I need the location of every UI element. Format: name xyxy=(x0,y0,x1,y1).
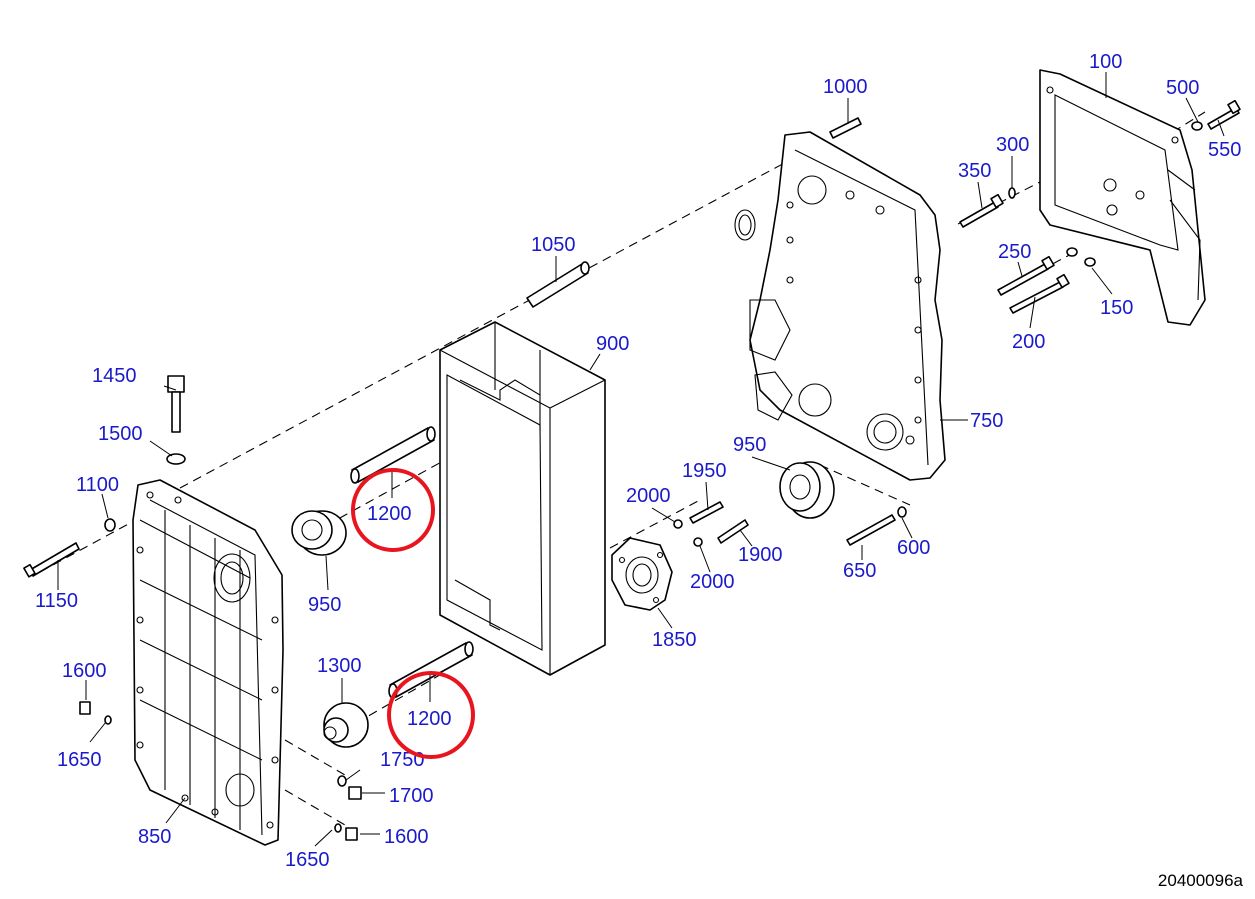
part-1050-dowel-pin xyxy=(526,261,590,308)
label-1000: 1000 xyxy=(823,76,868,98)
label-1950: 1950 xyxy=(682,460,727,482)
part-850-housing xyxy=(132,479,284,846)
highlight-circles xyxy=(351,468,475,759)
part-1200-shaft-lower xyxy=(388,641,474,699)
part-1750-washer xyxy=(337,775,347,787)
label-1150: 1150 xyxy=(35,590,78,612)
label-1200-lower: 1200 xyxy=(407,708,452,730)
part-1600-plug-bottom xyxy=(345,827,358,841)
part-1900-screw xyxy=(717,519,749,544)
part-350-screw xyxy=(959,193,1004,228)
part-500-washer xyxy=(1191,121,1203,131)
label-1600-left: 1600 xyxy=(62,660,107,682)
highlight-circle-1200-upper xyxy=(351,468,435,552)
label-950-right: 950 xyxy=(733,434,766,456)
label-650: 650 xyxy=(843,560,876,582)
part-1450-bolt xyxy=(167,375,185,433)
label-1750: 1750 xyxy=(380,749,425,771)
part-650-screw xyxy=(846,514,896,546)
part-1000-dowel-pin xyxy=(829,117,862,139)
label-2000-lower: 2000 xyxy=(690,571,735,593)
label-1050: 1050 xyxy=(531,234,576,256)
label-850: 850 xyxy=(138,826,171,848)
label-1450: 1450 xyxy=(92,365,137,387)
label-1700: 1700 xyxy=(389,785,434,807)
label-600: 600 xyxy=(897,537,930,559)
seal-ring xyxy=(734,209,756,241)
part-1950-screw xyxy=(689,501,724,524)
label-900: 900 xyxy=(596,333,629,355)
label-200: 200 xyxy=(1012,331,1045,353)
label-2000-upper: 2000 xyxy=(626,485,671,507)
label-1500: 1500 xyxy=(98,423,143,445)
label-100: 100 xyxy=(1089,51,1122,73)
label-500: 500 xyxy=(1166,77,1199,99)
highlight-circle-1200-lower xyxy=(387,671,475,759)
label-1650-bottom: 1650 xyxy=(285,849,330,871)
part-1600-plug-left xyxy=(79,701,91,715)
part-1850-flange xyxy=(611,537,673,611)
part-150-washer xyxy=(1066,247,1096,267)
label-1850: 1850 xyxy=(652,629,697,651)
part-950-bearing-right xyxy=(779,461,835,519)
label-1300: 1300 xyxy=(317,655,362,677)
part-1650-washer-bottom xyxy=(334,823,342,833)
label-1200-upper: 1200 xyxy=(367,503,412,525)
part-2000-washer-lower xyxy=(693,537,703,547)
part-200-screw xyxy=(1009,273,1070,314)
label-150: 150 xyxy=(1100,297,1133,319)
assembly-axis-lines xyxy=(39,111,1206,826)
part-1500-o-ring xyxy=(166,453,186,465)
part-250-screw xyxy=(997,255,1055,296)
part-550-screw xyxy=(1207,99,1241,130)
label-1900: 1900 xyxy=(738,544,783,566)
label-1650-left: 1650 xyxy=(57,749,102,771)
part-1650-washer-left xyxy=(104,715,112,725)
part-1700-plug xyxy=(348,786,362,800)
part-1100-washer xyxy=(104,518,116,532)
leader-lines xyxy=(57,72,1225,847)
label-1100: 1100 xyxy=(76,474,119,496)
label-750: 750 xyxy=(970,410,1003,432)
part-750-plate xyxy=(749,131,946,481)
label-250: 250 xyxy=(998,241,1031,263)
part-1300-cap xyxy=(323,702,369,748)
part-100-rear-cover xyxy=(1039,69,1206,326)
part-labels: 100 500 550 300 350 250 150 200 1000 105… xyxy=(35,51,1241,871)
part-1200-shaft-upper xyxy=(350,426,436,484)
part-1150-screw xyxy=(23,542,80,578)
label-550: 550 xyxy=(1208,139,1241,161)
part-600-washer xyxy=(897,506,907,518)
drawing-number: 20400096a xyxy=(1157,871,1243,890)
label-1600-bottom: 1600 xyxy=(384,826,429,848)
label-300: 300 xyxy=(996,134,1029,156)
label-350: 350 xyxy=(958,160,991,182)
label-950-left: 950 xyxy=(308,594,341,616)
part-300-washer xyxy=(1008,187,1016,199)
part-900-frame xyxy=(439,321,606,676)
part-950-bearing-left xyxy=(291,510,347,556)
part-2000-washer-upper xyxy=(673,519,683,529)
